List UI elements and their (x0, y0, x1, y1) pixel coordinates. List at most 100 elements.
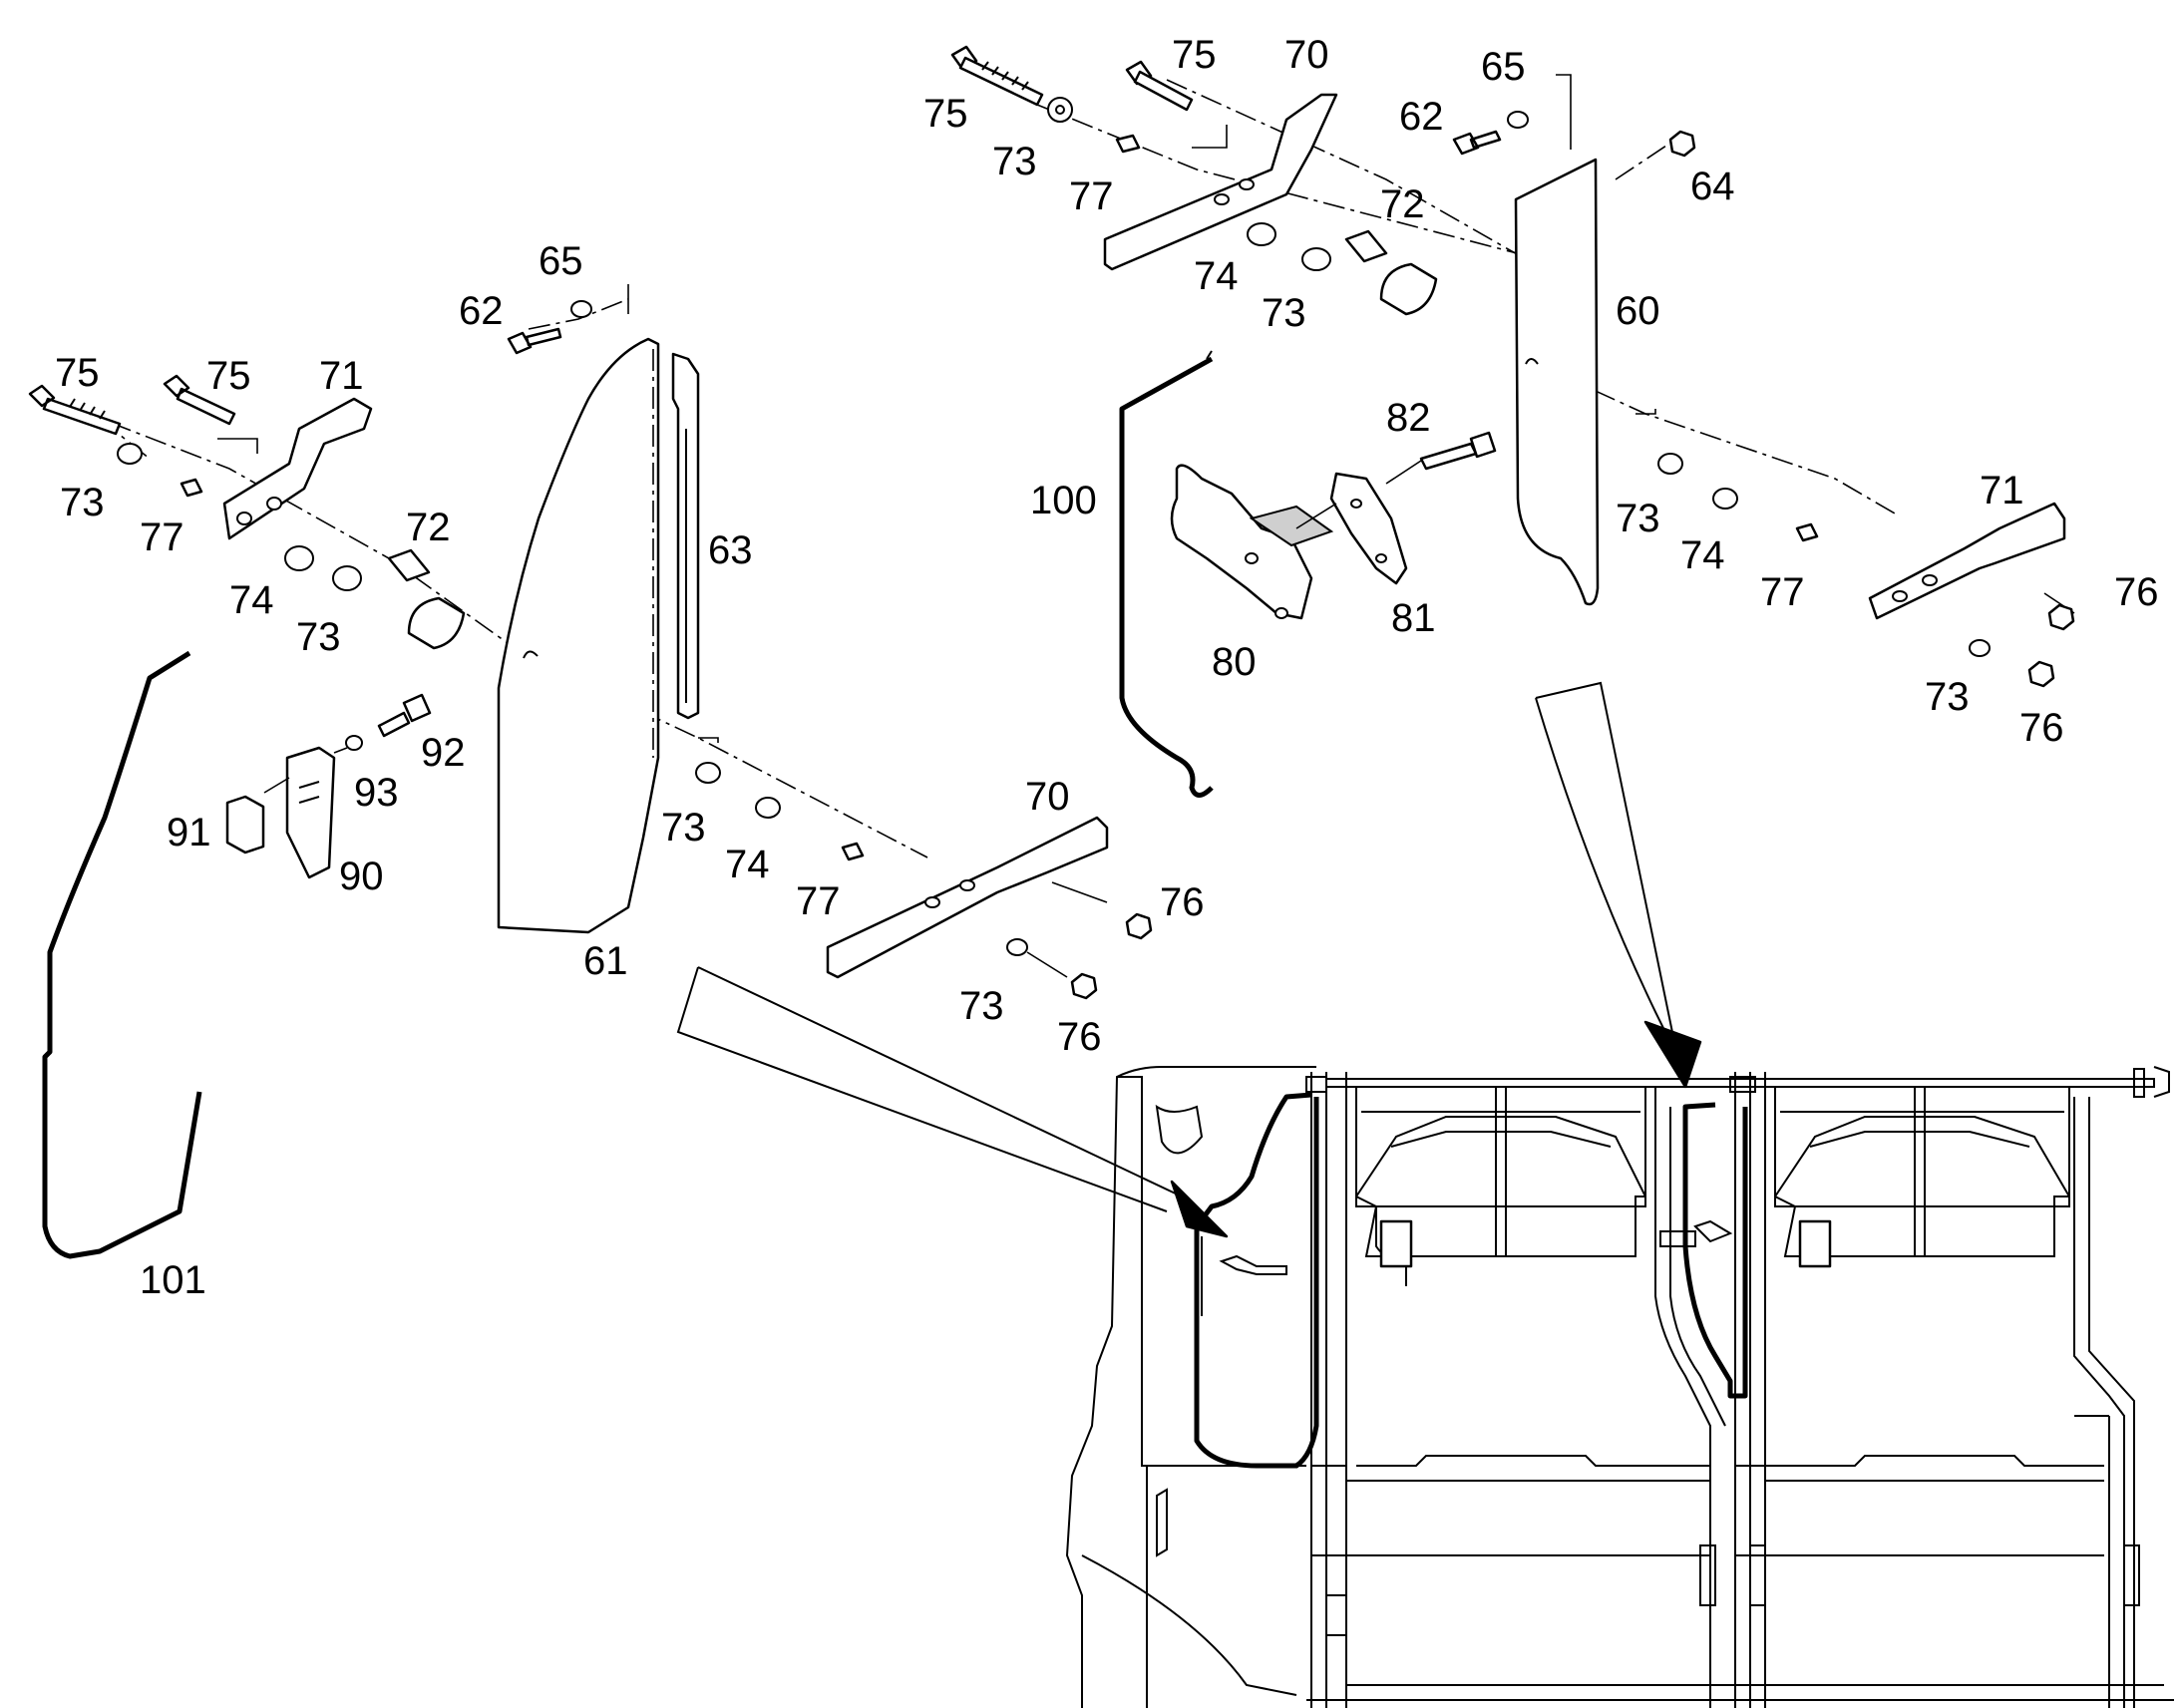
latch-left-bay (1379, 1219, 1413, 1268)
label-91: 91 (167, 811, 211, 854)
label-76: 76 (1057, 1015, 1102, 1059)
bolt-92 (377, 693, 432, 738)
washer-65-left (570, 300, 592, 318)
label-73: 73 (1925, 675, 1970, 719)
rod-100 (1119, 356, 1214, 798)
label-63: 63 (708, 528, 753, 572)
upper-right-assembly (950, 45, 2075, 798)
label-74: 74 (725, 843, 770, 886)
machine-context-view (1065, 1066, 2174, 1708)
bolt-75-upper-left (950, 45, 1044, 107)
label-101: 101 (140, 1258, 206, 1302)
nut-76-right-lower (2027, 660, 2055, 688)
bracket-70-lower (826, 816, 1109, 979)
label-77: 77 (1760, 570, 1805, 614)
bolt-75-left-a (28, 384, 122, 436)
block-91 (225, 795, 265, 854)
label-64: 64 (1690, 165, 1735, 208)
label-92: 92 (421, 731, 466, 775)
label-80: 80 (1212, 640, 1257, 684)
label-75: 75 (1172, 33, 1217, 77)
label-90: 90 (339, 854, 384, 898)
label-65: 65 (1481, 45, 1526, 89)
washer-73-left-b (332, 565, 362, 591)
label-73: 73 (1616, 497, 1660, 540)
label-74: 74 (229, 578, 274, 622)
label-77: 77 (1069, 174, 1114, 218)
label-71: 71 (319, 354, 364, 398)
spacer-72-upper (1344, 229, 1388, 263)
door-outline-left (1194, 1092, 1319, 1469)
bolt-62-upper (1452, 130, 1502, 156)
bushing-left (407, 596, 466, 650)
spacer-72-left (387, 548, 431, 582)
label-71: 71 (1980, 469, 2024, 512)
label-76: 76 (2019, 706, 2064, 750)
latch-right-bay (1798, 1219, 1832, 1268)
spacer-77-left (180, 478, 203, 498)
nut-76-right-upper (2047, 603, 2075, 631)
bracket-71-left (222, 397, 373, 540)
label-73: 73 (661, 806, 706, 850)
label-77: 77 (796, 879, 841, 923)
bolt-75-left-b (163, 374, 236, 426)
washer-73-upper (1301, 247, 1331, 271)
bracket-70-upper (1103, 93, 1338, 271)
label-73: 73 (296, 615, 341, 659)
part-labels: 75 75 70 65 62 73 77 64 72 74 73 60 82 1… (55, 33, 2159, 1302)
washer-73-right-lower (1969, 639, 1991, 657)
label-73: 73 (1262, 291, 1306, 335)
label-75: 75 (923, 92, 968, 136)
bolt-62-left (507, 327, 562, 355)
label-82: 82 (1386, 396, 1431, 440)
label-70: 70 (1284, 33, 1329, 77)
label-62: 62 (459, 289, 504, 333)
label-72: 72 (406, 506, 451, 549)
spacer-77-left-lower (841, 842, 865, 861)
label-73: 73 (60, 481, 105, 524)
bolt-82 (1419, 431, 1497, 471)
washer-73-left-end (1006, 938, 1028, 956)
label-72: 72 (1380, 182, 1425, 226)
pad-80 (1249, 505, 1334, 547)
washer-74-left-lower (755, 797, 781, 819)
bracket-90 (285, 746, 336, 879)
nut-64 (1668, 130, 1696, 158)
label-70: 70 (1025, 775, 1070, 819)
bolt-75-upper-right (1125, 60, 1194, 112)
spacer-77 (1115, 134, 1141, 154)
washer-73-right (1657, 453, 1683, 475)
bracket-71-right (1868, 502, 2066, 620)
label-76: 76 (1160, 880, 1205, 924)
label-65: 65 (539, 239, 583, 283)
left-assembly (28, 284, 1153, 1259)
label-60: 60 (1616, 289, 1660, 333)
washer-73-left (117, 443, 143, 465)
washer-93 (345, 735, 363, 751)
washer-74-left (284, 545, 314, 571)
label-74: 74 (1194, 254, 1239, 298)
label-93: 93 (354, 771, 399, 815)
label-75: 75 (206, 354, 251, 398)
washer-74-right (1712, 488, 1738, 510)
washer-65-upper (1507, 111, 1529, 129)
label-75: 75 (55, 351, 100, 395)
nut-76-left-lower (1070, 972, 1098, 1000)
label-73: 73 (992, 140, 1037, 183)
label-61: 61 (583, 939, 628, 983)
label-73: 73 (959, 984, 1004, 1028)
washer-74-upper (1247, 222, 1276, 246)
bracket-80 (1170, 464, 1313, 620)
label-76: 76 (2114, 570, 2159, 614)
door-outline-right (1682, 1102, 1748, 1399)
spacer-77-right (1795, 522, 1819, 542)
bushing-upper (1379, 262, 1438, 316)
label-100: 100 (1030, 479, 1097, 522)
nut-76-left-upper (1125, 912, 1153, 940)
plate-81 (1329, 472, 1408, 585)
panel-60 (1514, 158, 1600, 606)
label-77: 77 (140, 515, 184, 559)
rod-101 (42, 650, 202, 1259)
panel-61 (497, 337, 660, 934)
